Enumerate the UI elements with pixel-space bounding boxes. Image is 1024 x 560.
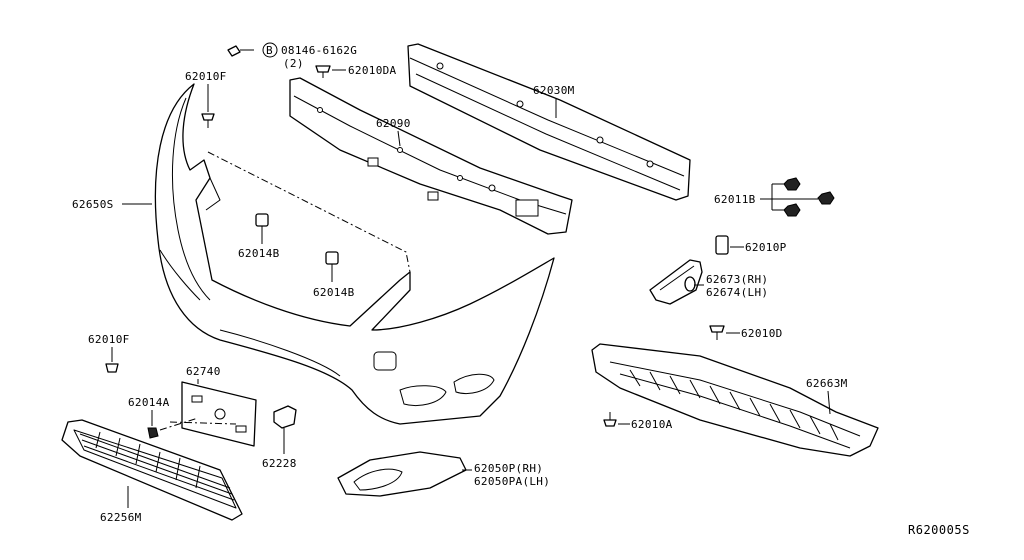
bracket-62673-62674: 62673(RH) 62674(LH)	[649, 259, 768, 305]
label-62010f-left: 62010F	[88, 333, 130, 346]
bolt-part-number: 08146-6162G	[281, 44, 357, 57]
label-62010p: 62010P	[745, 241, 787, 254]
label-62740: 62740	[186, 365, 221, 378]
label-62014b-upper: 62014B	[238, 247, 280, 260]
label-62011b: 62011B	[714, 193, 756, 206]
bumper-fascia-62650s	[154, 83, 555, 425]
clip-62014b-upper: 62014B	[238, 213, 280, 260]
lower-grille-62256m: 62256M	[61, 419, 243, 524]
label-62090: 62090	[376, 117, 411, 130]
fog-lamp-finisher-62050p: 62050P(RH) 62050PA(LH)	[337, 451, 550, 497]
label-62663m: 62663M	[806, 377, 848, 390]
label-62010f-top: 62010F	[185, 70, 227, 83]
label-62030m: 62030M	[533, 84, 575, 97]
clip-62010da: 62010DA	[315, 64, 397, 78]
label-62673: 62673(RH)	[706, 273, 768, 286]
label-62650s: 62650S	[72, 198, 114, 211]
clip-62010f-top: 62010F	[185, 70, 227, 128]
label-62010da: 62010DA	[348, 64, 397, 77]
assembly-guide-line-top	[207, 151, 411, 273]
label-62674: 62674(LH)	[706, 286, 768, 299]
clip-62010d: 62010D	[709, 325, 783, 340]
under-cover-62663m: 62663M	[591, 343, 879, 457]
tow-hook-cover-62228: 62228	[262, 405, 297, 470]
bolt-circle-letter: B	[266, 44, 273, 57]
clip-62010p: 62010P	[715, 235, 787, 255]
clip-62014b-lower: 62014B	[313, 251, 355, 299]
bumper-reinforcement-62030m	[407, 43, 691, 201]
label-62010d: 62010D	[741, 327, 783, 340]
nuts-62011b: 62011B	[714, 177, 835, 217]
bolt-callout: B 08146-6162G (2)	[227, 42, 357, 70]
label-62010a: 62010A	[631, 418, 673, 431]
label-62050p: 62050P(RH)	[474, 462, 543, 475]
label-62050pa: 62050PA(LH)	[474, 475, 550, 488]
label-62014a: 62014A	[128, 396, 170, 409]
diagram-reference-code: R620005S	[908, 523, 970, 537]
clip-62014a: 62014A	[128, 396, 170, 439]
label-62228: 62228	[262, 457, 297, 470]
bolt-quantity: (2)	[283, 57, 304, 70]
label-62256m: 62256M	[100, 511, 142, 524]
license-bracket-62740: 62740	[159, 365, 257, 447]
clip-62010a: 62010A	[603, 412, 673, 431]
label-62014b-lower: 62014B	[313, 286, 355, 299]
clip-62010f-left: 62010F	[88, 333, 130, 373]
energy-absorber-62090	[289, 77, 573, 235]
